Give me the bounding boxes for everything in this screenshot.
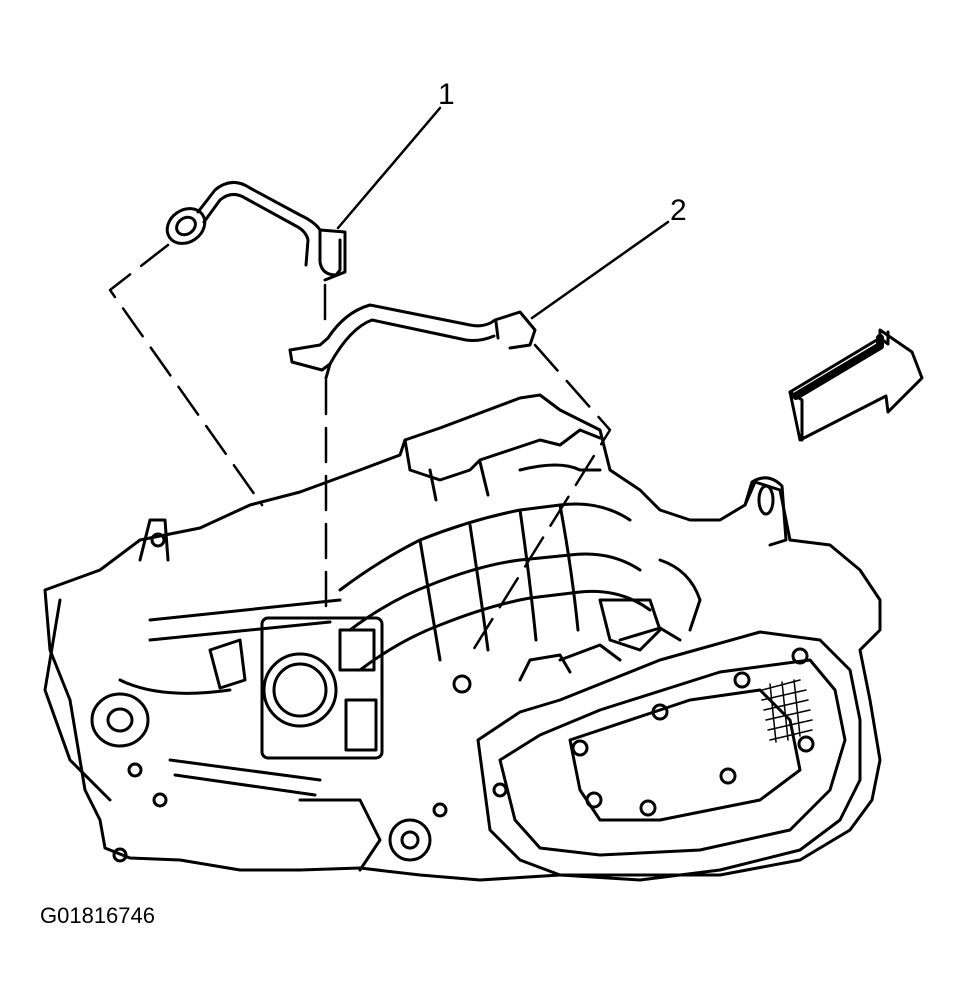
callout-number-2: 2	[670, 194, 687, 227]
figure-id-label: G01816746	[40, 903, 155, 928]
callout-number-1: 1	[438, 78, 455, 111]
forward-arrow-icon	[788, 328, 924, 442]
leader-line-1	[336, 106, 442, 230]
alignment-lines	[108, 243, 612, 657]
pcv-hose-1	[165, 181, 347, 282]
engine-block	[43, 393, 882, 882]
pcv-hose-2	[288, 303, 537, 380]
leader-line-2	[530, 220, 670, 320]
